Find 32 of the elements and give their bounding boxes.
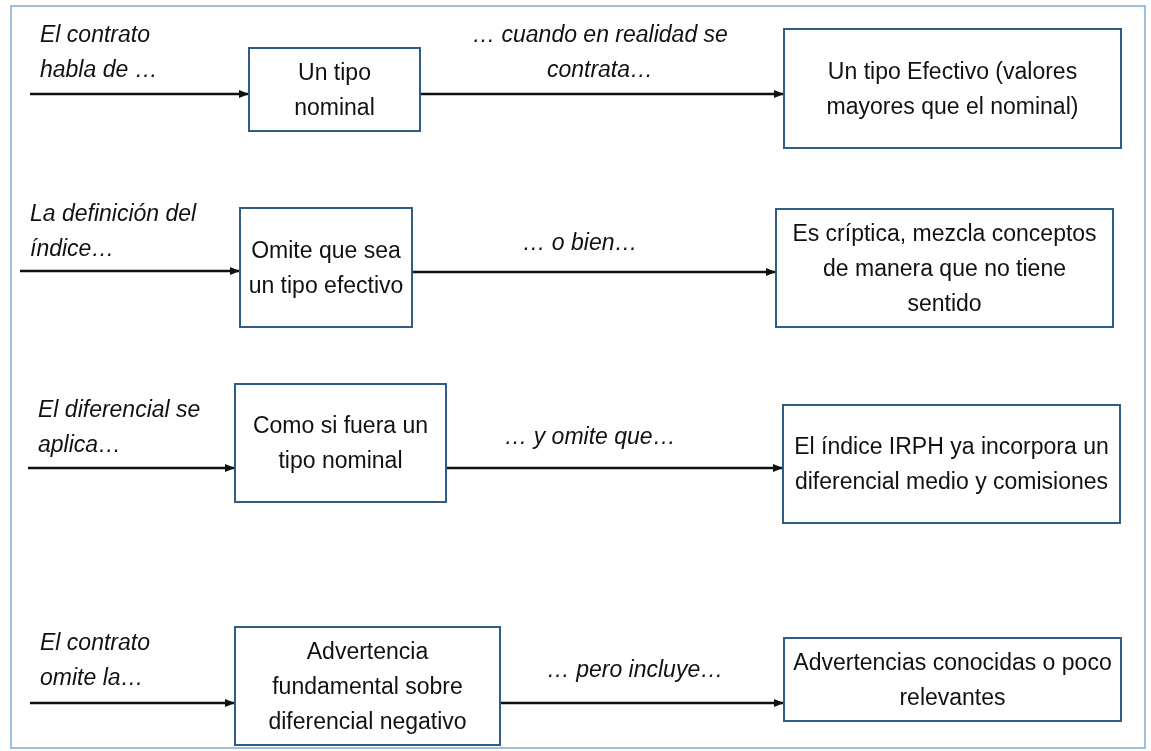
text-box: [248, 47, 421, 132]
arrow: [501, 699, 784, 707]
text-box: [234, 383, 447, 503]
text-box: [782, 404, 1121, 524]
box-text: Un tipo nominal: [293, 57, 376, 122]
text-box: [775, 208, 1114, 328]
arrow: [30, 699, 235, 707]
arrow: [413, 268, 776, 276]
edge-label: … pero incluye…: [545, 655, 725, 684]
arrow: [20, 267, 240, 275]
box-text: Como si fuera un tipo nominal: [251, 411, 430, 475]
edge-label: … o bien…: [521, 228, 639, 257]
edge-label: La definición del índice…: [30, 199, 198, 263]
edge-label: El contrato habla de …: [40, 20, 159, 84]
box-text: Advertencias conocidas o poco relevantes: [792, 647, 1113, 712]
arrow: [421, 90, 784, 98]
edge-label: … cuando en realidad se contrata…: [471, 20, 729, 84]
text-box: [783, 637, 1122, 722]
edge-label: El contrato omite la…: [40, 628, 151, 692]
edge-label: … y omite que…: [503, 422, 677, 451]
arrow: [447, 464, 783, 472]
box-text: Un tipo Efectivo (valores mayores que el nominal): [825, 56, 1080, 121]
edge-label: El diferencial se aplica…: [38, 395, 202, 459]
box-text: Omite que sea un tipo efectivo: [247, 235, 405, 300]
arrow: [28, 464, 235, 472]
box-text: Advertencia fundamental sobre diferencial negativo: [267, 636, 468, 736]
box-text: Es críptica, mezcla conceptos de manera que no tiene sentido: [791, 218, 1098, 318]
arrow: [30, 90, 249, 98]
text-box: [234, 626, 501, 746]
text-box: [783, 28, 1122, 149]
text-box: [239, 207, 413, 328]
box-text: El índice IRPH ya incorpora un diferencial medio y comisiones: [793, 432, 1110, 496]
